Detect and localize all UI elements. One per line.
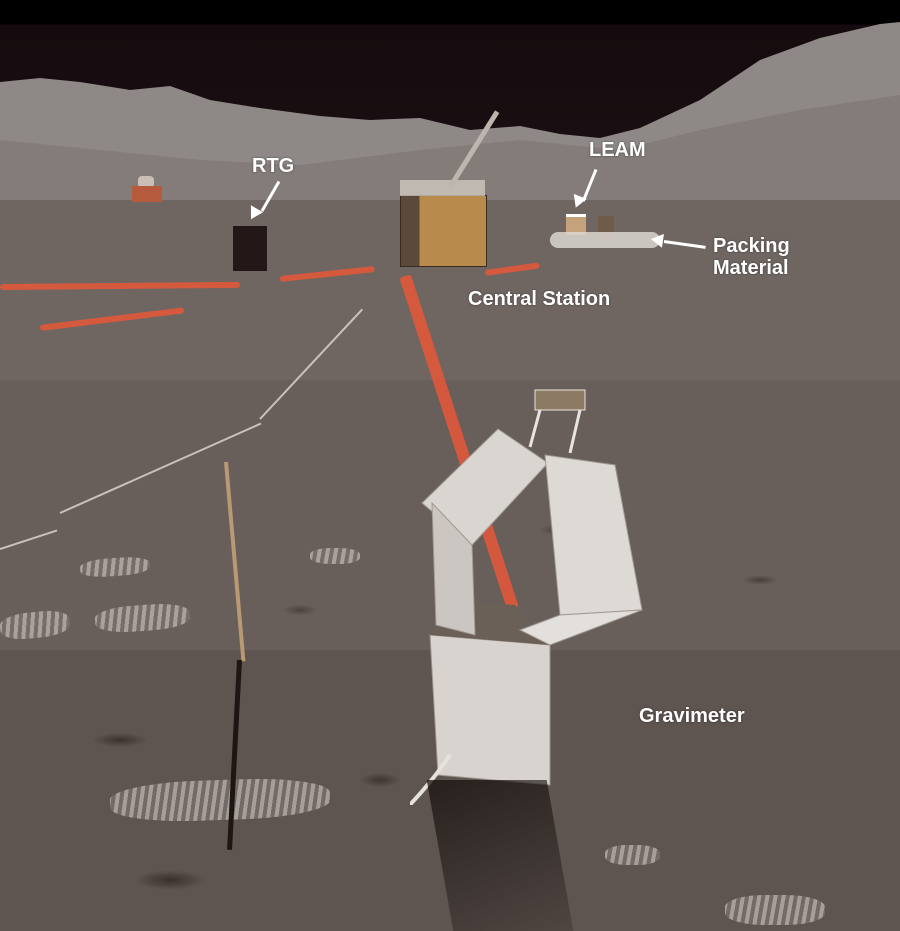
gravimeter-unit (410, 389, 643, 805)
label-leam: LEAM (589, 139, 646, 161)
central-station (400, 195, 487, 267)
lunar-module (132, 176, 162, 204)
packing-material (550, 232, 660, 248)
bootprint (605, 845, 660, 865)
label-packing-material: Packing Material (713, 235, 790, 280)
label-packing-line2: Material (713, 257, 789, 280)
label-rtg: RTG (252, 155, 295, 177)
label-gravimeter: Gravimeter (639, 705, 745, 727)
central-station-top (400, 180, 485, 196)
label-central-station: Central Station (468, 288, 611, 310)
label-packing-line1: Packing (713, 235, 790, 257)
arrow-head-icon (650, 232, 664, 248)
rtg-unit (233, 226, 267, 271)
bootprint (725, 895, 825, 925)
bootprint (310, 548, 360, 564)
leam-unit (566, 214, 586, 235)
